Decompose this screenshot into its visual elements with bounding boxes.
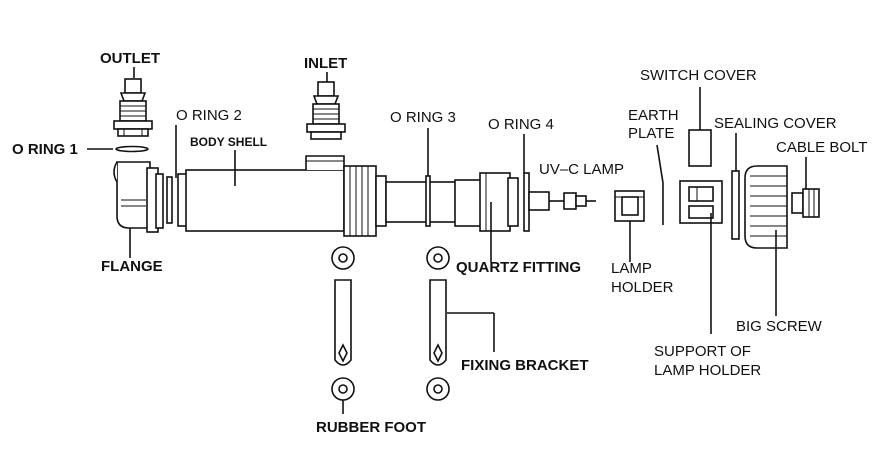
- label-o-ring-1: O RING 1: [12, 141, 78, 158]
- inlet-fitting: [306, 81, 346, 140]
- big-screw-part: [744, 165, 788, 249]
- support-of-lamp-holder-part: [679, 180, 723, 224]
- label-lamp-holder-line2: HOLDER: [611, 279, 674, 296]
- label-o-ring-4: O RING 4: [488, 116, 554, 133]
- leader-lines: [87, 67, 807, 414]
- label-lamp-holder-line1: LAMP: [611, 260, 652, 277]
- label-flange: FLANGE: [101, 258, 163, 275]
- label-body-shell: BODY SHELL: [190, 135, 267, 149]
- label-switch-cover: SWITCH COVER: [640, 67, 757, 84]
- o-ring-3: [425, 175, 431, 227]
- body-shell-part: [177, 155, 345, 232]
- right-foot-assembly: [426, 246, 450, 401]
- label-sealing-cover: SEALING COVER: [714, 115, 837, 132]
- label-inlet: INLET: [304, 55, 347, 72]
- label-support-line2: LAMP HOLDER: [654, 362, 761, 379]
- label-cable-bolt: CABLE BOLT: [776, 139, 867, 156]
- quartz-sleeve: [385, 181, 457, 223]
- o-ring-2: [166, 176, 173, 224]
- label-o-ring-2: O RING 2: [176, 107, 242, 124]
- label-big-screw: BIG SCREW: [736, 318, 823, 335]
- label-earth-plate-line1: EARTH: [628, 107, 679, 124]
- label-outlet: OUTLET: [100, 50, 160, 67]
- label-rubber-foot: RUBBER FOOT: [316, 419, 426, 436]
- outlet-fitting: [113, 78, 153, 137]
- uv-c-lamp-part: [528, 191, 596, 211]
- quartz-fitting-part: [454, 172, 519, 232]
- switch-cover-part: [688, 129, 712, 167]
- lamp-holder-part: [614, 190, 645, 222]
- left-foot-assembly: [331, 246, 355, 401]
- sealing-cover-part: [731, 170, 740, 240]
- label-o-ring-3: O RING 3: [390, 109, 456, 126]
- label-fixing-bracket: FIXING BRACKET: [461, 357, 589, 374]
- o-ring-1: [115, 145, 149, 153]
- cable-bolt-part: [791, 188, 820, 218]
- label-uv-c-lamp: UV–C LAMP: [539, 161, 624, 178]
- label-quartz-fitting: QUARTZ FITTING: [456, 259, 581, 276]
- flange-part: [113, 161, 164, 233]
- label-support-line1: SUPPORT OF: [654, 343, 751, 360]
- label-earth-plate-line2: PLATE: [628, 125, 674, 142]
- body-threaded-end: [343, 165, 387, 237]
